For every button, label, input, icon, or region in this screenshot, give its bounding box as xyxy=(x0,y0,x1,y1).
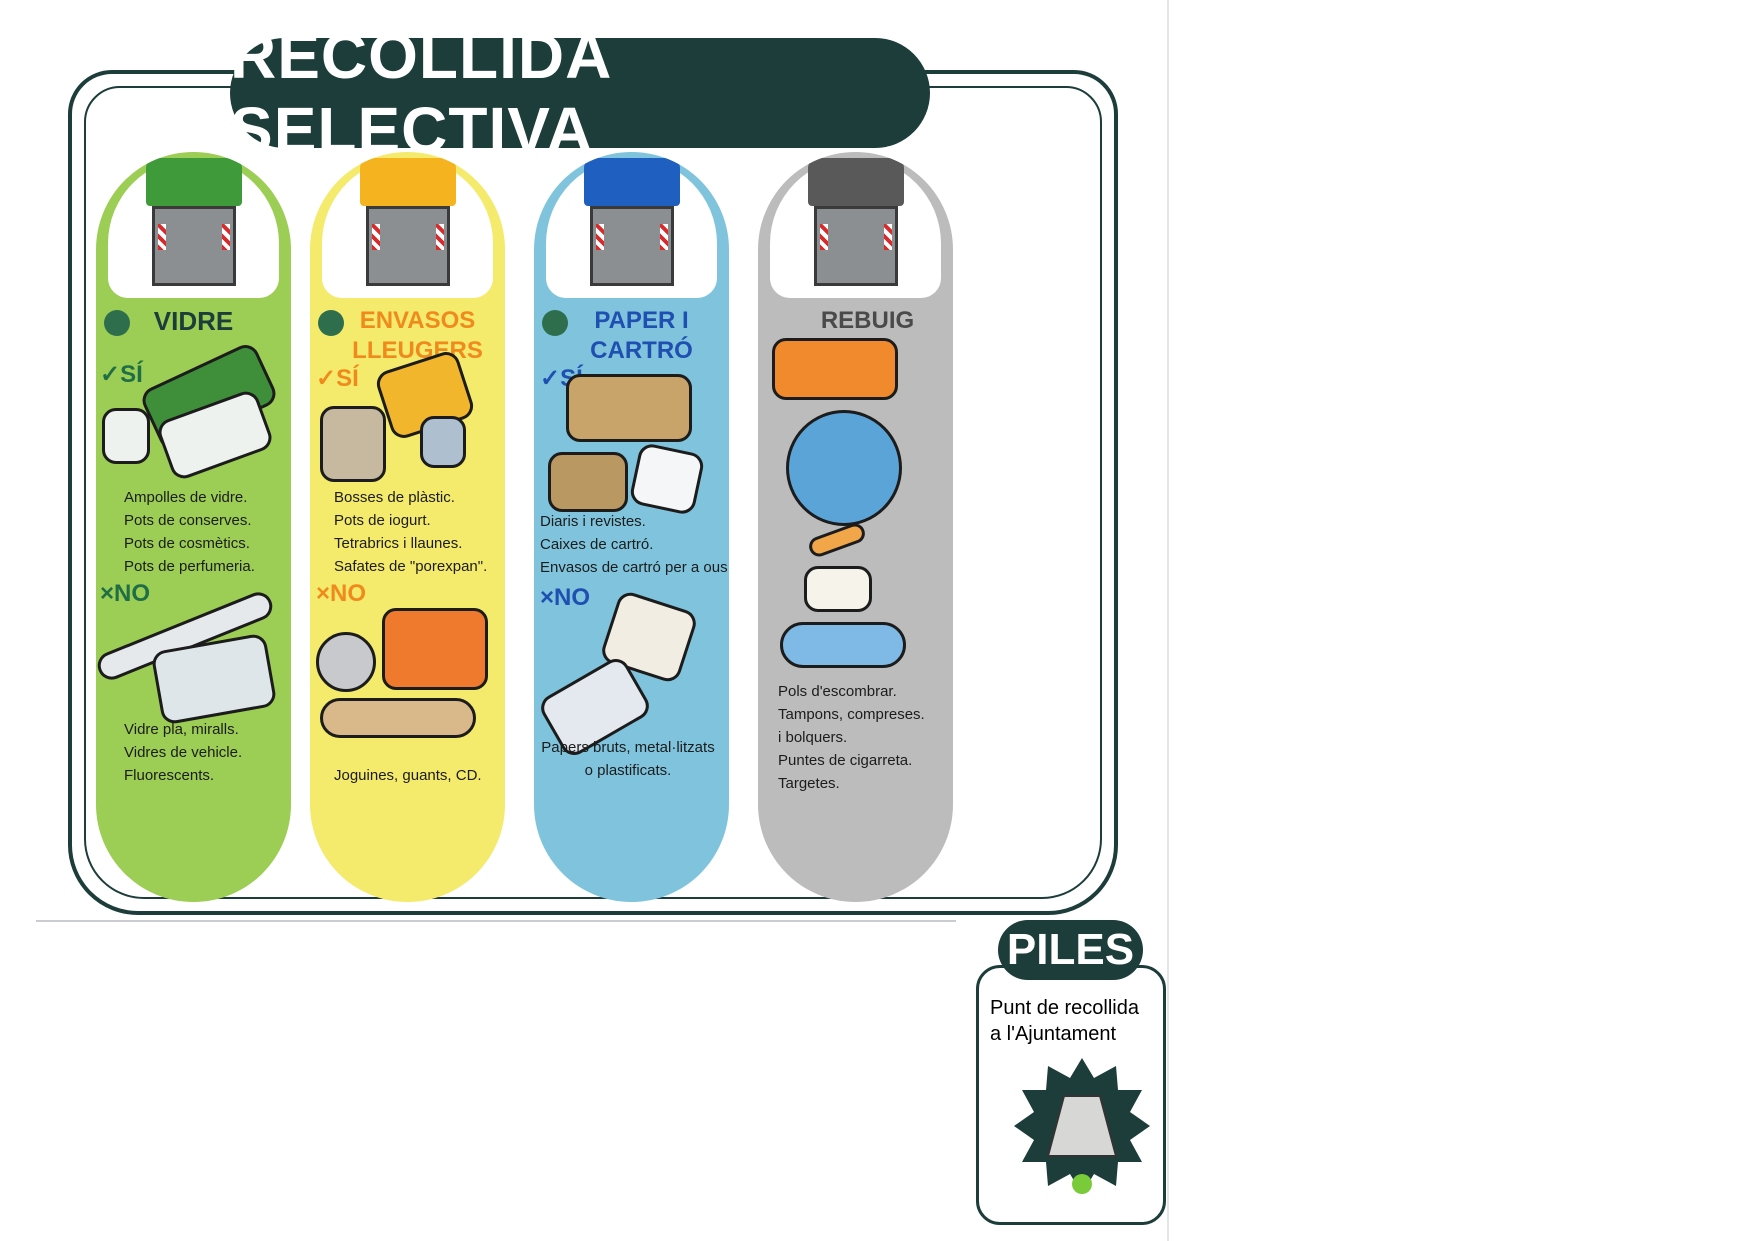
battery-container-icon xyxy=(1014,1058,1150,1194)
grey-container-icon xyxy=(808,158,904,288)
no-mark: ×NO xyxy=(540,584,591,611)
column-heading: PAPER I CARTRÓ xyxy=(590,307,693,364)
dustpan-icon xyxy=(772,338,898,400)
no-mark: ×NO xyxy=(316,580,367,607)
recycle-logo-icon xyxy=(318,310,344,336)
recycle-logo-icon xyxy=(104,310,130,336)
column-envasos: ENVASOS LLEUGERS ✓SÍ Bosses de plàstic.P… xyxy=(310,152,505,902)
rebuig-items: Pols d'escombrar.Tampons, compreses. i b… xyxy=(778,683,925,792)
cigarette-icon xyxy=(806,520,868,560)
cd-icon xyxy=(316,632,376,692)
cardboard-box-icon xyxy=(566,374,692,442)
no-items: Vidre pla, miralls.Vidres de vehicle.Flu… xyxy=(124,721,243,784)
yes-mark: ✓SÍ xyxy=(100,361,143,388)
poster-title: RECOLLIDA SELECTIVA xyxy=(230,20,930,166)
piles-text: Punt de recollida a l'Ajuntament xyxy=(990,997,1139,1045)
newspaper-icon xyxy=(628,441,706,517)
column-rebuig: REBUIG Pols d'escombrar.Tampons, compres… xyxy=(758,152,953,902)
piles-title: PILES xyxy=(998,920,1143,980)
recycle-logo-icon xyxy=(542,310,568,336)
page-fold-line xyxy=(1167,0,1169,1241)
yes-items: Ampolles de vidre.Pots de conserves. Pot… xyxy=(124,489,255,575)
column-heading: VIDRE xyxy=(153,306,234,336)
plastic-bag-icon xyxy=(320,406,386,482)
toy-train-icon xyxy=(382,608,488,690)
yogurt-pot-icon xyxy=(420,416,466,468)
column-vidre: VIDRE ✓SÍ Ampolles de vidre.Pots de cons… xyxy=(96,152,291,902)
green-container-icon xyxy=(146,158,242,288)
no-items: Joguines, guants, CD. xyxy=(334,767,482,784)
yellow-container-icon xyxy=(360,158,456,288)
card-icon xyxy=(804,566,872,612)
column-heading: ENVASOS LLEUGERS xyxy=(352,307,483,364)
yes-items: Diaris i revistes.Caixes de cartró.Envas… xyxy=(540,513,729,576)
egg-carton-icon xyxy=(548,452,628,512)
jar-icon xyxy=(102,408,150,464)
yes-mark: ✓SÍ xyxy=(316,365,359,392)
column-paper: PAPER I CARTRÓ ✓SÍ Diaris i revistes.Cai… xyxy=(534,152,729,902)
column-heading: REBUIG xyxy=(820,307,915,334)
cut-line xyxy=(36,920,956,922)
blue-container-icon xyxy=(584,158,680,288)
yes-items: Bosses de plàstic.Pots de iogurt. Tetrab… xyxy=(334,489,488,575)
glove-icon xyxy=(320,698,476,738)
sanitary-pad-icon xyxy=(780,622,906,668)
no-mark: ×NO xyxy=(100,580,151,607)
diaper-icon xyxy=(786,410,902,526)
